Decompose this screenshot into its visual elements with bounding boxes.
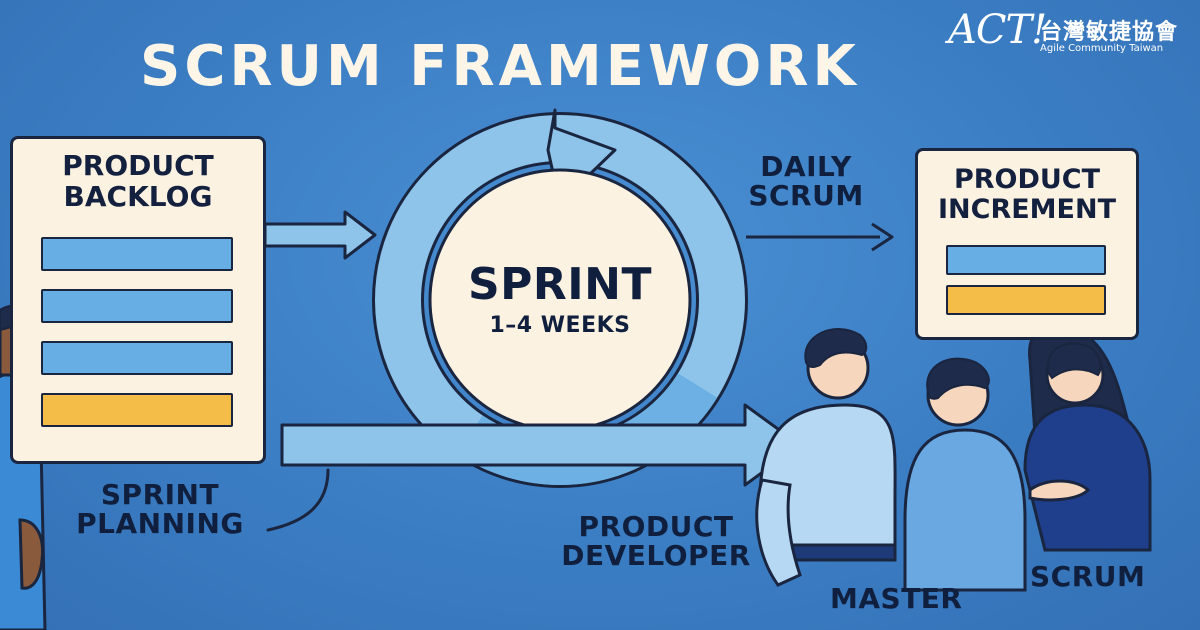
- arrow-backlog-to-sprint: [263, 210, 377, 260]
- person-scrum-figure: [1023, 324, 1152, 552]
- daily-scrum-label: DAILY SCRUM: [748, 150, 864, 213]
- backlog-item-3: [41, 341, 233, 375]
- act-logo-mark: ACT!: [948, 7, 1047, 53]
- role-product-developer-label: PRODUCT DEVELOPER: [561, 510, 751, 573]
- logo-chinese-name: 台灣敏捷協會: [1040, 20, 1179, 45]
- increment-item-2: [946, 285, 1106, 315]
- person-master-figure: [903, 357, 1027, 592]
- logo-english-name: Agile Community Taiwan: [1040, 43, 1164, 54]
- backlog-item-2: [41, 289, 233, 323]
- backlog-item-4: [41, 393, 233, 427]
- page-title: SCRUM FRAMEWORK: [140, 34, 860, 99]
- sprint-planning-label: SPRINT PLANNING: [76, 478, 244, 541]
- product-backlog-title: PRODUCT BACKLOG: [62, 149, 214, 213]
- sprint-label: SPRINT 1–4 WEEKS: [440, 259, 680, 339]
- product-backlog-card: PRODUCT BACKLOG: [10, 136, 266, 464]
- sprint-planning-connector: [266, 468, 330, 532]
- increment-item-1: [946, 245, 1106, 275]
- act-logo: ACT! 台灣敏捷協會 Agile Community Taiwan: [948, 10, 1188, 60]
- product-increment-title: PRODUCT INCREMENT: [937, 164, 1117, 225]
- product-increment-card: PRODUCT INCREMENT: [915, 148, 1139, 340]
- sprint-title: SPRINT: [467, 259, 653, 310]
- role-scrum-label: SCRUM: [1030, 560, 1146, 593]
- arrow-daily-scrum-head: [871, 222, 894, 252]
- person-developer-figure: [755, 328, 897, 587]
- role-master-label: MASTER: [830, 582, 963, 615]
- backlog-item-1: [41, 237, 233, 271]
- sprint-duration: 1–4 WEEKS: [489, 313, 631, 339]
